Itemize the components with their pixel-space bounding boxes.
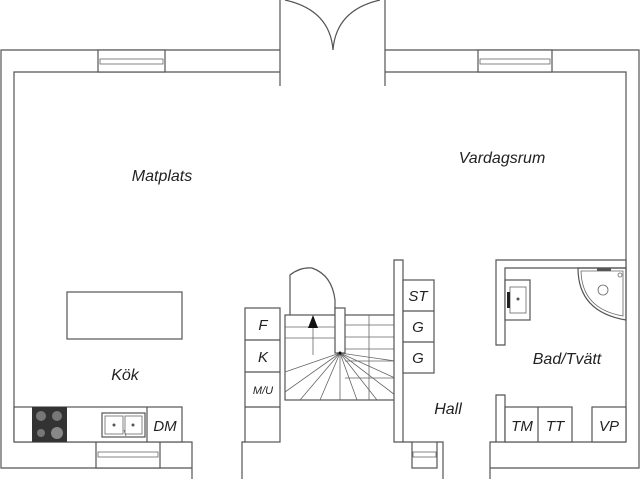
stair-up-arrow-icon [308,315,318,328]
hall-closets [402,279,435,374]
room-label-living: Vardagsrum [459,150,546,167]
window-hall [411,441,438,469]
hall-wall [393,259,404,443]
washer-label: TM [511,418,533,435]
window-dining [97,49,166,73]
freezer-label: K [258,349,269,366]
dishwasher-label: DM [153,418,177,435]
laundry-units [504,406,627,443]
dryer-label: TT [546,418,566,435]
fridge-column [244,307,281,443]
water-heater-label: VP [599,418,619,435]
micro-oven-label: M/U [253,385,273,397]
shower-icon [577,267,627,321]
staircase [284,267,396,401]
storage-label: ST [408,288,429,305]
kitchen-island [66,291,183,340]
window-living [477,49,553,73]
entrance-double-door [284,0,381,51]
window-kitchen [95,441,161,469]
stove-icon [32,407,67,442]
room-label-dining: Matplats [132,168,192,185]
wardrobe-label-2: G [412,350,424,367]
room-label-kitchen: Kök [111,367,140,384]
room-label-hall: Hall [434,401,462,418]
room-label-bath: Bad/Tvätt [533,351,602,368]
wardrobe-label-1: G [412,319,424,336]
fridge-label: F [258,317,268,334]
bathroom-sink-icon [504,279,531,321]
sink-icon [101,412,146,438]
